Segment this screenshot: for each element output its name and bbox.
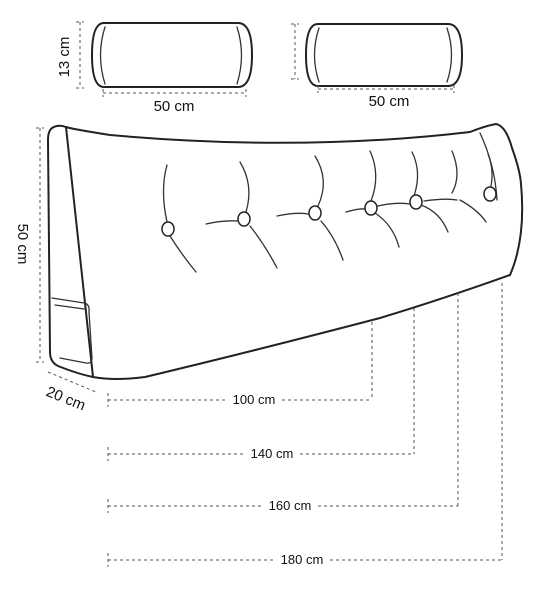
bolster-left-length-label: 50 cm: [154, 98, 195, 115]
width-160-label-bg: [262, 496, 318, 514]
width-160-label: 160 cm: [269, 498, 312, 513]
wedge-depth-dimension: [47, 371, 97, 393]
tuft-button: [237, 211, 251, 227]
tufting-seams: [162, 150, 493, 273]
tuft-button: [161, 221, 175, 237]
wedge-height-dimension: [36, 127, 44, 363]
bolster-left-diameter-label: 13 cm: [56, 37, 73, 78]
bolster-right-length-label: 50 cm: [369, 93, 410, 110]
tuft-button: [483, 186, 497, 202]
wedge-pillow: [47, 123, 524, 380]
wedge-height-label: 50 cm: [14, 224, 31, 265]
tuft-button: [364, 200, 378, 216]
bolster-pillow-right: [305, 23, 463, 87]
bolster-pillow-left: [91, 22, 253, 88]
tuft-button: [308, 205, 322, 221]
width-140-label-bg: [244, 444, 300, 462]
tuft-button: [409, 194, 423, 210]
width-dimension-180: [107, 283, 503, 567]
wedge-depth-label: 20 cm: [44, 383, 88, 414]
width-100-label: 100 cm: [233, 392, 276, 407]
bolster-left-length-dimension: [102, 89, 247, 97]
width-180-label: 180 cm: [281, 552, 324, 567]
bolster-right-length-dimension: [317, 85, 455, 93]
width-dimension-140: [107, 308, 415, 461]
width-140-label: 140 cm: [251, 446, 294, 461]
bolster-right-diameter-dimension: [291, 23, 299, 80]
width-180-label-bg: [274, 550, 330, 568]
bolster-left-diameter-dimension: [76, 21, 84, 89]
width-dimension-160: [107, 293, 459, 513]
tufting-buttons: [161, 186, 497, 237]
width-100-label-bg: [226, 390, 282, 408]
